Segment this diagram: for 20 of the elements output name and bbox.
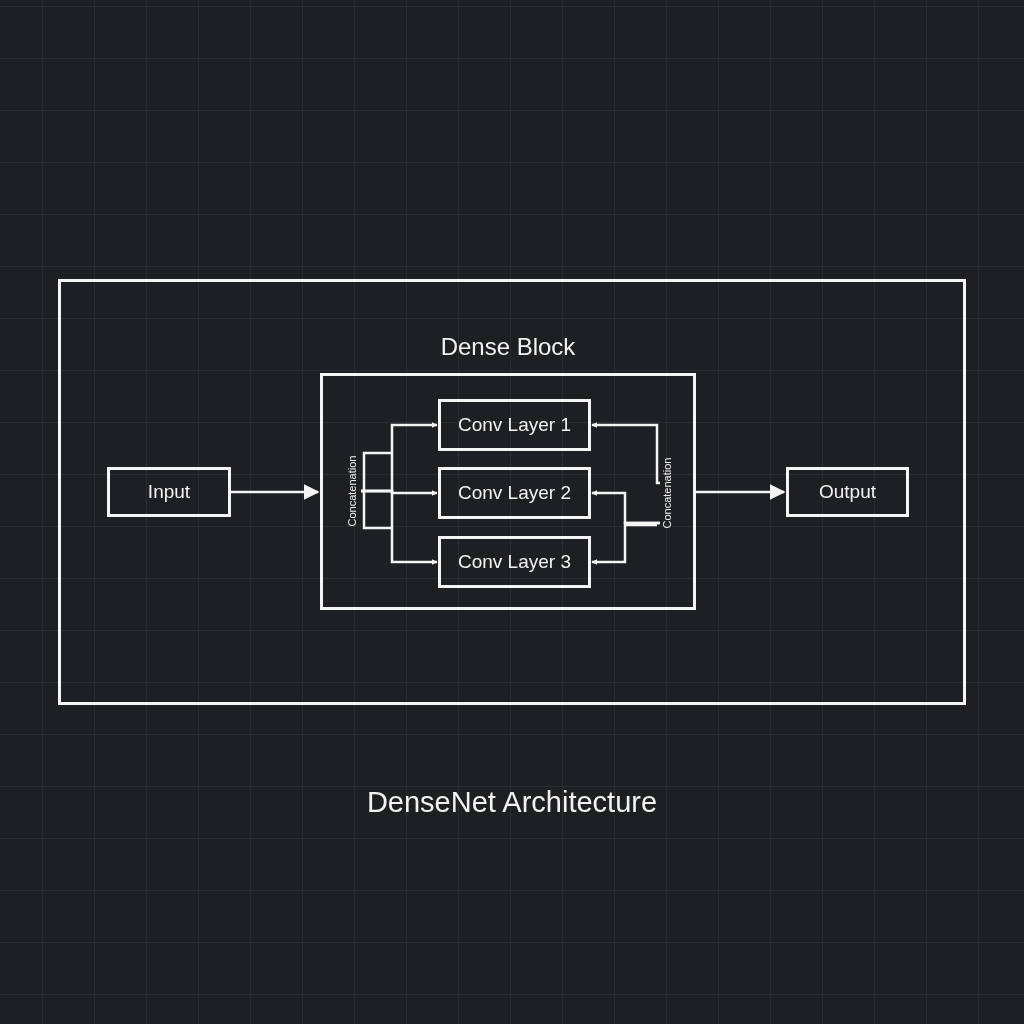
arrow [361, 489, 438, 565]
vertical-label: Concatenation [345, 446, 361, 536]
arrow [591, 422, 660, 485]
vertical-label: Concatenation [660, 448, 676, 538]
process-box [438, 467, 591, 519]
box-label: Output [818, 481, 876, 503]
caption: DenseNet Architecture [365, 786, 659, 819]
box-label: Conv Layer 3 [458, 551, 571, 573]
process-box [107, 467, 231, 517]
arrow [591, 521, 660, 565]
arrow [696, 484, 786, 500]
process-box [438, 536, 591, 588]
arrow [231, 484, 320, 500]
box-label: Conv Layer 2 [458, 482, 571, 504]
box-label: Conv Layer 1 [458, 414, 571, 436]
process-box [438, 399, 591, 451]
box-label: Input [147, 481, 191, 503]
process-box [786, 467, 909, 517]
block-frame [58, 279, 966, 705]
block-heading: Dense Block [439, 333, 577, 361]
